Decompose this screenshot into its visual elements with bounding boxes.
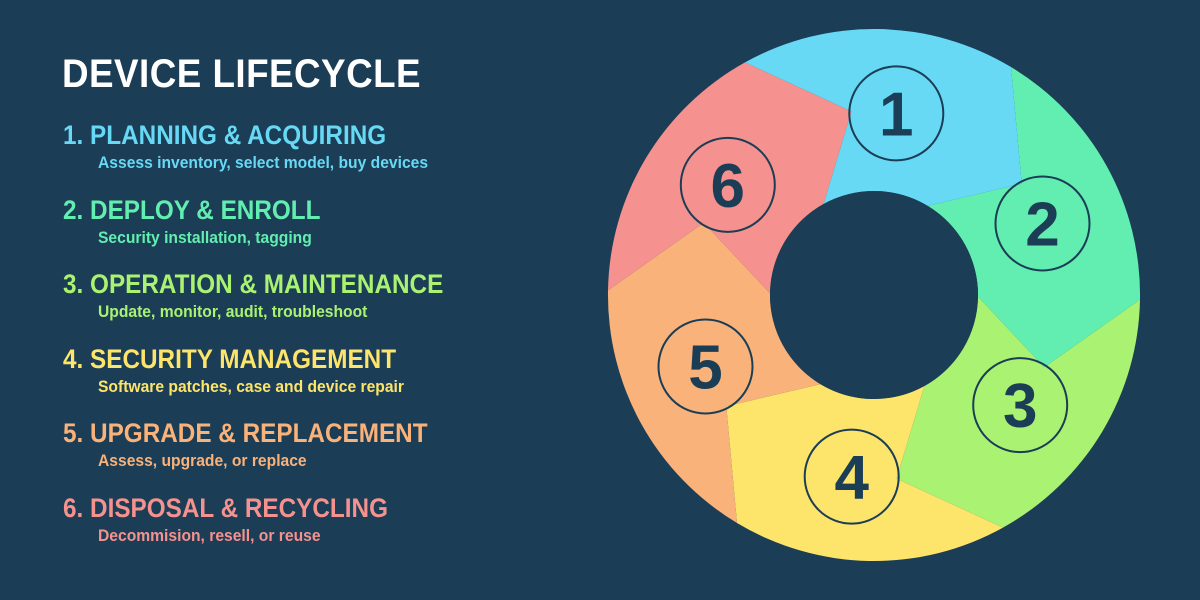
page-title: DEVICE LIFECYCLE <box>62 52 422 96</box>
step-list: 1. PLANNING & ACQUIRING Assess inventory… <box>63 118 583 565</box>
step-number-label: 1. <box>63 120 84 150</box>
wheel-segments <box>607 29 1141 561</box>
step-number-2: 2 <box>1025 191 1059 260</box>
step-number-circle-2 <box>994 175 1091 272</box>
step-description-2: Security installation, tagging <box>98 227 312 247</box>
step-item-5: 5. UPGRADE & REPLACEMENT Assess, upgrade… <box>63 416 583 491</box>
step-description-4: Software patches, case and device repair <box>98 376 405 396</box>
step-number-label: 4. <box>63 343 84 374</box>
wheel-segment-5 <box>607 222 821 523</box>
step-number-circle-6 <box>679 136 776 233</box>
step-heading-label: SECURITY MANAGEMENT <box>90 343 397 374</box>
step-number-6: 6 <box>711 152 745 221</box>
step-item-2: 2. DEPLOY & ENROLL Security installation… <box>63 193 583 268</box>
step-number-circle-1 <box>848 65 945 162</box>
step-heading-label: OPERATION & MAINTENANCE <box>90 269 444 299</box>
step-heading-1: 1. PLANNING & ACQUIRING <box>63 118 531 152</box>
step-number-circle-3 <box>972 357 1069 454</box>
step-item-6: 6. DISPOSAL & RECYCLING Decommision, res… <box>63 491 583 566</box>
step-number-4: 4 <box>834 444 869 513</box>
step-heading-5: 5. UPGRADE & REPLACEMENT <box>63 416 531 450</box>
step-heading-label: DEPLOY & ENROLL <box>90 194 321 225</box>
step-description-3: Update, monitor, audit, troubleshoot <box>98 302 368 321</box>
wheel-labels: 1 2 3 4 5 6 <box>657 65 1091 525</box>
step-number-circle-5 <box>657 318 754 415</box>
step-number-label: 3. <box>63 269 84 299</box>
step-heading-3: 3. OPERATION & MAINTENANCE <box>63 267 531 301</box>
step-number-3: 3 <box>1003 372 1037 441</box>
step-description-5: Assess, upgrade, or replace <box>98 451 307 470</box>
wheel-segment-2 <box>927 67 1141 368</box>
wheel-segment-6 <box>608 62 852 294</box>
step-number-circle-4 <box>803 428 900 525</box>
step-heading-label: UPGRADE & REPLACEMENT <box>90 418 428 448</box>
step-heading-6: 6. DISPOSAL & RECYCLING <box>63 491 531 525</box>
step-number-label: 6. <box>63 492 84 523</box>
step-number-1: 1 <box>879 80 913 149</box>
step-item-4: 4. SECURITY MANAGEMENT Software patches,… <box>63 342 583 417</box>
wheel-segment-4 <box>726 384 1003 561</box>
step-number-5: 5 <box>688 334 722 403</box>
wheel-segment-3 <box>896 296 1140 528</box>
step-description-1: Assess inventory, select model, buy devi… <box>98 153 429 172</box>
step-heading-label: DISPOSAL & RECYCLING <box>90 492 388 523</box>
wheel-segment-1 <box>745 29 1022 206</box>
step-number-label: 2. <box>63 194 84 225</box>
wheel-center-hole <box>770 191 978 399</box>
step-heading-4: 4. SECURITY MANAGEMENT <box>63 342 531 376</box>
step-number-label: 5. <box>63 418 84 448</box>
step-item-3: 3. OPERATION & MAINTENANCE Update, monit… <box>63 267 583 342</box>
step-heading-2: 2. DEPLOY & ENROLL <box>63 193 531 227</box>
step-description-6: Decommision, resell, or reuse <box>98 525 321 545</box>
step-item-1: 1. PLANNING & ACQUIRING Assess inventory… <box>63 118 583 193</box>
step-heading-label: PLANNING & ACQUIRING <box>90 120 387 150</box>
